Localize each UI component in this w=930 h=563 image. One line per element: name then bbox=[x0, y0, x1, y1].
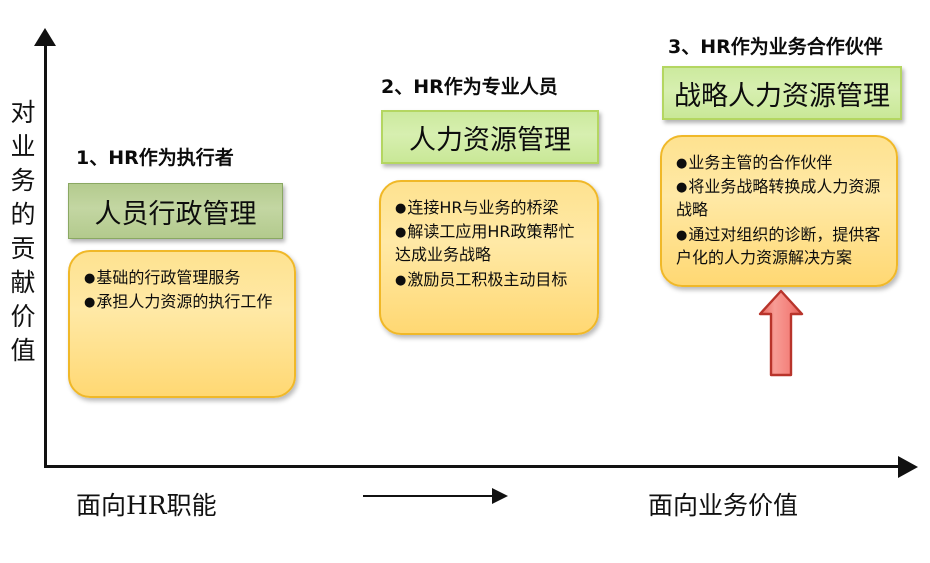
column-1-header-box: 人员行政管理 bbox=[68, 183, 283, 239]
y-axis-label-char: 贡 bbox=[10, 234, 36, 263]
column-3-bullet: 业务主管的合作伙伴 bbox=[676, 151, 882, 174]
column-3-bullet: 通过对组织的诊断，提供客户化的人力资源解决方案 bbox=[676, 223, 882, 269]
column-3-header-box: 战略人力资源管理 bbox=[662, 66, 902, 120]
x-axis-line bbox=[44, 465, 904, 468]
column-1-title: 1、HR作为执行者 bbox=[76, 147, 234, 169]
column-1-bullet: 基础的行政管理服务 bbox=[84, 266, 280, 289]
y-axis-label-char: 对 bbox=[10, 98, 36, 127]
column-3-bullet: 将业务战略转换成人力资源战略 bbox=[676, 175, 882, 221]
column-3-title: 3、HR作为业务合作伙伴 bbox=[668, 36, 883, 58]
column-1-bullet-list: 基础的行政管理服务 承担人力资源的执行工作 bbox=[84, 266, 280, 313]
column-1-bullet: 承担人力资源的执行工作 bbox=[84, 290, 280, 313]
column-3-header-label: 战略人力资源管理 bbox=[674, 80, 890, 112]
column-2-bullet: 激励员工积极主动目标 bbox=[395, 268, 583, 291]
y-axis-label-char: 值 bbox=[10, 336, 36, 365]
column-2-header-label: 人力资源管理 bbox=[409, 124, 571, 156]
column-3-bullet-list: 业务主管的合作伙伴 将业务战略转换成人力资源战略 通过对组织的诊断，提供客户化的… bbox=[676, 151, 882, 269]
y-axis-label-char: 业 bbox=[10, 132, 36, 161]
column-3-detail-box: 业务主管的合作伙伴 将业务战略转换成人力资源战略 通过对组织的诊断，提供客户化的… bbox=[660, 135, 898, 287]
progression-arrow-line bbox=[363, 495, 498, 497]
y-axis-line bbox=[44, 40, 47, 468]
column-1-detail-box: 基础的行政管理服务 承担人力资源的执行工作 bbox=[68, 250, 296, 398]
y-axis-label-char: 价 bbox=[10, 302, 36, 331]
column-2-bullet: 解读工应用HR政策帮忙达成业务战略 bbox=[395, 220, 583, 266]
y-axis-label-char: 务 bbox=[10, 166, 36, 195]
y-axis-label-char: 的 bbox=[10, 200, 36, 229]
y-axis-label: 对 业 务 的 贡 献 价 值 bbox=[6, 96, 40, 368]
x-axis-left-label: 面向HR职能 bbox=[76, 491, 217, 520]
column-2-bullet-list: 连接HR与业务的桥梁 解读工应用HR政策帮忙达成业务战略 激励员工积极主动目标 bbox=[395, 196, 583, 291]
y-axis-arrowhead bbox=[34, 28, 56, 46]
x-axis-right-label: 面向业务价值 bbox=[648, 491, 799, 520]
column-2-title: 2、HR作为专业人员 bbox=[381, 76, 558, 98]
x-axis-arrowhead bbox=[898, 456, 918, 478]
upward-growth-arrow bbox=[757, 289, 805, 377]
y-axis-label-char: 献 bbox=[10, 268, 36, 297]
progression-arrow-head bbox=[492, 488, 508, 504]
column-2-detail-box: 连接HR与业务的桥梁 解读工应用HR政策帮忙达成业务战略 激励员工积极主动目标 bbox=[379, 180, 599, 335]
column-2-bullet: 连接HR与业务的桥梁 bbox=[395, 196, 583, 219]
column-2-header-box: 人力资源管理 bbox=[381, 110, 599, 164]
column-1-header-label: 人员行政管理 bbox=[94, 198, 257, 230]
